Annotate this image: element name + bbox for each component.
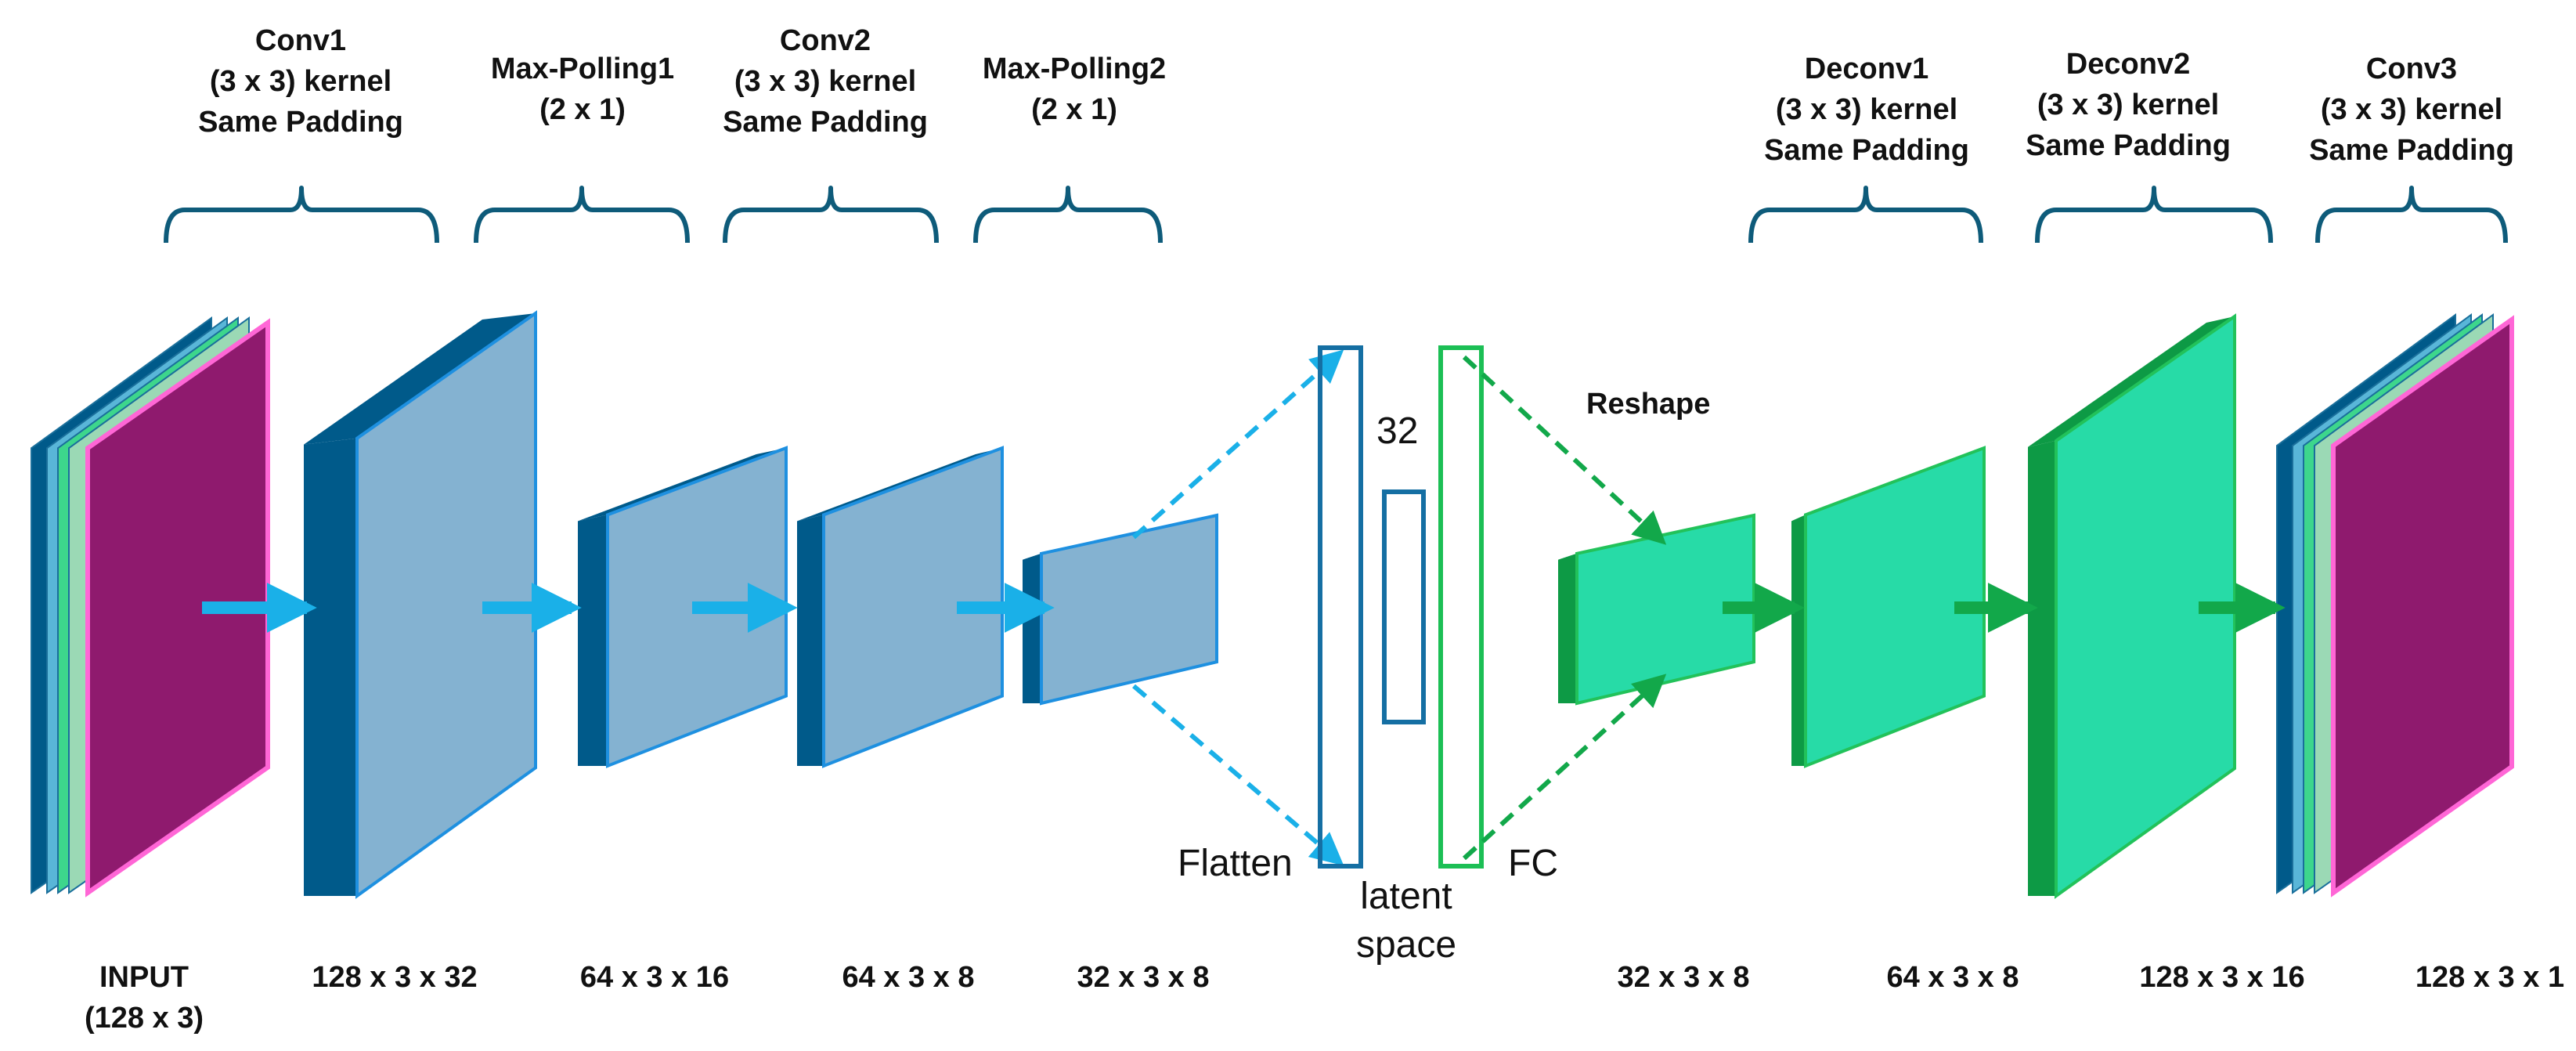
reshape-block-side-face [1558,553,1577,703]
conv1-block-side-face [304,438,357,896]
maxpool2-block-front-face [1040,513,1218,706]
reshape-dash-top [1462,355,1667,545]
maxpool2-block-side-face [1023,553,1041,703]
layer-label-7-line-2: (3 x 3) kernel [2321,93,2502,126]
shape-labels: INPUT (128 x 3) 128 x 3 x 32 64 x 3 x 16 64 … [85,961,2564,1035]
conv1-block-top-face [304,313,536,445]
layer-label-5-line-2: (3 x 3) kernel [1776,93,1957,126]
output-block [2276,313,2514,898]
shape-label-6-line-1: 32 x 3 x 8 [1617,961,1749,994]
maxpool2-block [1023,513,1218,706]
layer-label-2-line-2: (2 x 1) [539,93,626,126]
deconv1-block [1791,446,1986,768]
blocks-layer [31,310,2514,899]
layer-label-3-line-3: Same Padding [723,106,928,139]
shape-label-3-line-1: 64 x 3 x 16 [580,961,729,994]
brace-3 [723,186,939,244]
output-block-front-face [2331,315,2514,898]
deconv2-block [2028,313,2236,899]
brace-5 [1748,186,1983,244]
brace-1 [164,186,439,244]
latent-section: 32 Flatten FC latent space Reshape [1132,345,1710,966]
layer-label-4-line-2: (2 x 1) [1031,93,1117,126]
layer-label-7-line-1: Conv3 [2366,52,2457,85]
layer-label-6-line-3: Same Padding [2026,129,2231,162]
conv1-block [304,310,537,899]
latent-size-label: 32 [1376,410,1418,452]
reshape-block-front-face [1575,513,1755,706]
layer-label-5-line-1: Deconv1 [1805,52,1928,85]
brace-2 [474,186,690,244]
brace-4 [973,186,1163,244]
deconv1-block-side-face [1791,515,1806,766]
reshape-dash-bottom [1462,674,1667,861]
shape-label-1-line-1: INPUT [99,961,189,994]
flatten-dash-top [1132,349,1344,540]
layer-label-5-line-3: Same Padding [1764,134,1969,167]
layer-label-6-line-1: Deconv2 [2066,48,2190,81]
input-block-front-face [85,318,270,898]
braces-layer [164,186,2508,244]
shape-label-7-line-1: 64 x 3 x 8 [1886,961,2019,994]
layer-label-7-line-3: Same Padding [2309,134,2514,167]
layer-label-6-line-2: (3 x 3) kernel [2037,88,2219,121]
layer-label-2-line-1: Max-Polling1 [491,52,674,85]
shape-label-2-line-1: 128 x 3 x 32 [312,961,477,994]
input-block [31,316,270,898]
deconv2-block-top-face [2028,316,2235,447]
deconv2-block-front-face [2055,313,2236,899]
deconv2-block-side-face [2028,440,2056,896]
flatten-label: Flatten [1178,843,1293,884]
conv2-block [797,446,1004,768]
layer-label-4-line-1: Max-Polling2 [983,52,1166,85]
brace-6 [2035,186,2273,244]
maxpool1-block-side-face [578,515,608,766]
shape-label-5-line-1: 32 x 3 x 8 [1077,961,1209,994]
brace-7 [2315,186,2508,244]
deconv1-block-front-face [1804,446,1986,768]
latent-space-line-2: space [1356,924,1456,966]
flatten-dash-bottom [1132,684,1344,866]
layer-label-3-line-2: (3 x 3) kernel [734,65,916,98]
latent-vector [1382,489,1426,724]
fc-label: FC [1508,843,1558,884]
reshape-label: Reshape [1586,388,1710,421]
flatten-vector [1318,345,1363,869]
fc-vector [1438,345,1484,869]
layer-label-3-line-1: Conv2 [780,24,871,57]
latent-space-line-1: latent [1360,876,1452,917]
conv2-block-front-face [822,446,1004,768]
shape-label-1-line-2: (128 x 3) [85,1002,204,1035]
conv2-block-side-face [797,515,824,766]
shape-label-9-line-1: 128 x 3 x 1 [2415,961,2564,994]
layer-label-1-line-1: Conv1 [255,24,346,57]
layer-label-1-line-2: (3 x 3) kernel [210,65,391,98]
shape-label-8-line-1: 128 x 3 x 16 [2139,961,2304,994]
shape-label-4-line-1: 64 x 3 x 8 [842,961,974,994]
layer-label-1-line-3: Same Padding [198,106,403,139]
conv1-block-front-face [355,310,537,899]
